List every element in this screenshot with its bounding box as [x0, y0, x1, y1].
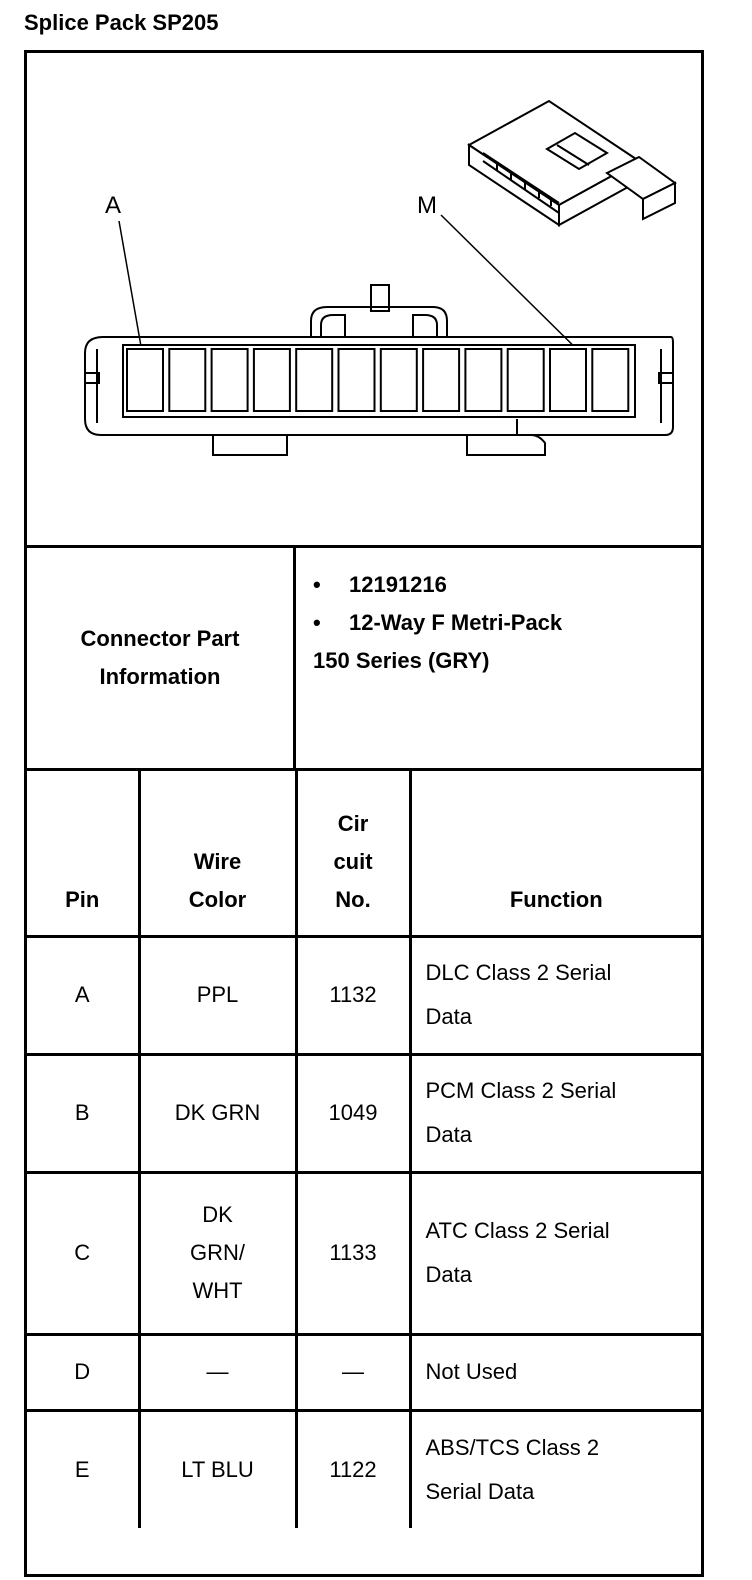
pin-cell: B: [27, 1052, 141, 1174]
wire-color-cell: DK GRN/ WHT: [137, 1170, 298, 1336]
wire-color-cell: PPL: [137, 934, 298, 1056]
wire-color-cell: LT BLU: [137, 1408, 298, 1528]
function-cell: PCM Class 2 Serial Data: [408, 1052, 701, 1174]
part-number: 12191216: [297, 566, 687, 604]
connector-info-label: Connector Part Information: [27, 548, 296, 768]
function-cell: ABS/TCS Class 2 Serial Data: [408, 1408, 701, 1528]
header-pin: Pin: [27, 771, 141, 938]
pin-m-leader: [440, 214, 598, 370]
connector-series: 150 Series (GRY): [313, 648, 490, 673]
function-cell: Not Used: [408, 1332, 701, 1412]
circuit-cell: 1122: [294, 1408, 412, 1528]
cavity-8: [422, 348, 461, 412]
cavity-2: [168, 348, 207, 412]
table-row: A PPL 1132 DLC Class 2 Serial Data: [27, 934, 701, 1056]
connector-face-drawing: A M: [84, 99, 677, 456]
cavity-4: [252, 348, 291, 412]
connector-info-values: 12191216 12-Way F Metri-Pack 150 Series …: [297, 566, 687, 680]
circuit-cell: 1049: [294, 1052, 412, 1174]
wire-color-cell: DK GRN: [137, 1052, 298, 1174]
cavity-10: [506, 348, 545, 412]
table-row: B DK GRN 1049 PCM Class 2 Serial Data: [27, 1052, 701, 1174]
pin-cell: C: [27, 1170, 141, 1336]
cavity-row: [126, 348, 630, 412]
connector-type: 12-Way F Metri-Pack: [297, 604, 687, 642]
connector-diagram: A M: [27, 53, 701, 548]
table-row: E LT BLU 1122 ABS/TCS Class 2 Serial Dat…: [27, 1408, 701, 1528]
circuit-cell: 1132: [294, 934, 412, 1056]
cavity-12: [591, 348, 630, 412]
circuit-cell: —: [294, 1332, 412, 1412]
function-cell: DLC Class 2 Serial Data: [408, 934, 701, 1056]
table-row: C DK GRN/ WHT 1133 ATC Class 2 Serial Da…: [27, 1170, 701, 1336]
wire-color-cell: —: [137, 1332, 298, 1412]
connector-thumbnail: [467, 99, 677, 227]
pinout-header-row: Pin Wire Color Cir cuit No. Function: [27, 771, 701, 938]
header-circuit-no: Cir cuit No.: [294, 771, 412, 938]
circuit-cell: 1133: [294, 1170, 412, 1336]
pin-a-label: A: [105, 192, 121, 219]
cavity-6: [337, 348, 376, 412]
pinout-table: Pin Wire Color Cir cuit No. Function A P…: [27, 771, 701, 1528]
page-title: Splice Pack SP205: [24, 10, 219, 35]
connector-sheet: A M: [24, 50, 704, 1577]
pin-cell: E: [27, 1408, 141, 1528]
pin-cell: D: [27, 1332, 141, 1412]
table-row: D — — Not Used: [27, 1332, 701, 1412]
cavity-9: [464, 348, 503, 412]
pin-m-label: M: [417, 192, 437, 219]
cavity-7: [379, 348, 418, 412]
header-wire-color: Wire Color: [137, 771, 298, 938]
connector-part-info: Connector Part Information 12191216 12-W…: [27, 548, 701, 771]
function-cell: ATC Class 2 Serial Data: [408, 1170, 701, 1336]
pin-cell: A: [27, 934, 141, 1056]
cavity-5: [295, 348, 334, 412]
cavity-1: [126, 348, 164, 412]
cavity-11: [549, 348, 587, 412]
cavity-3: [210, 348, 249, 412]
header-function: Function: [408, 771, 701, 938]
